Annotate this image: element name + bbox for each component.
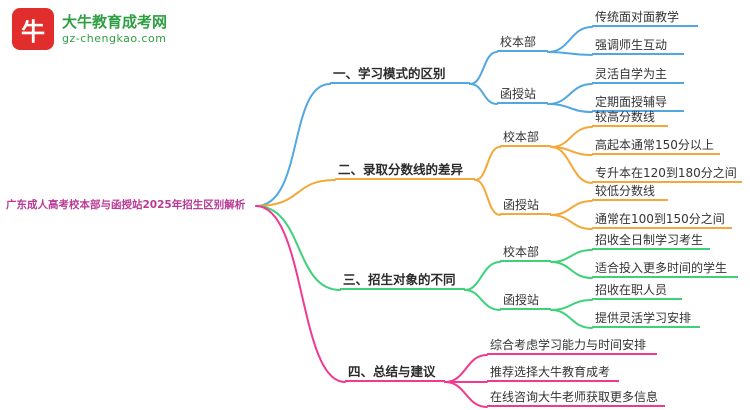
topic-node[interactable]: 专升本在120到180分之间 (592, 165, 742, 183)
topic-node[interactable]: 推荐选择大牛教育成考 (487, 364, 619, 382)
branch-4-topic[interactable]: 四、总结与建议 (345, 364, 445, 382)
connector-root-branch2 (255, 179, 336, 207)
branch-1-campus-topic[interactable]: 校本部 (497, 34, 548, 52)
connector (444, 381, 488, 408)
connector (550, 309, 593, 329)
connector (550, 261, 593, 279)
topic-node[interactable]: 通常在100到150分之间 (592, 211, 732, 229)
connector (469, 51, 498, 85)
branch-3-campus-topic[interactable]: 校本部 (500, 244, 551, 262)
topic-node[interactable]: 传统面对面教学 (592, 9, 698, 27)
branch-1-topic[interactable]: 一、学习模式的区别 (330, 66, 470, 84)
topic-node[interactable]: 强调师生互动 (592, 37, 684, 55)
logo-text: 大牛教育成考网 gz-chengkao.com (62, 13, 167, 46)
connector (550, 214, 593, 230)
branch-1-station-topic[interactable]: 函授站 (497, 86, 548, 104)
bull-icon: 牛 (12, 8, 54, 50)
topic-node[interactable]: 较高分数线 (592, 109, 668, 127)
branch-2-campus-topic[interactable]: 校本部 (500, 129, 551, 147)
branch-2-topic[interactable]: 二、录取分数线的差异 (335, 162, 475, 180)
bull-icon-glyph: 牛 (21, 17, 45, 46)
root-topic[interactable]: 广东成人高考校本部与函授站2025年招生区别解析 (6, 199, 246, 211)
topic-node[interactable]: 综合考虑学习能力与时间安排 (487, 337, 657, 355)
connector (464, 289, 501, 311)
connector (550, 146, 593, 184)
branch-2-station-topic[interactable]: 函授站 (500, 197, 551, 215)
topic-node[interactable]: 招收全日制学习考生 (592, 232, 710, 250)
connector (550, 126, 593, 148)
connector (474, 179, 501, 216)
connector (550, 249, 593, 263)
logo-title: 大牛教育成考网 (62, 12, 168, 31)
connector-root-branch3 (255, 205, 341, 291)
connector (547, 103, 593, 113)
topic-node[interactable]: 适合投入更多时间的学生 (592, 260, 738, 278)
topic-node[interactable]: 较低分数线 (592, 183, 668, 201)
connector (547, 51, 593, 56)
connector (547, 83, 593, 105)
site-logo[interactable]: 牛 大牛教育成考网 gz-chengkao.com (12, 8, 167, 50)
topic-node[interactable]: 定期面授辅导 (592, 94, 684, 112)
connector-root-branch1 (255, 83, 331, 207)
connector (469, 83, 498, 105)
topic-node[interactable]: 提供灵活学习安排 (592, 310, 700, 328)
connector (550, 200, 593, 216)
connector (547, 26, 593, 53)
topic-node[interactable]: 在线咨询大牛老师获取更多信息 (487, 389, 665, 407)
branch-3-station-topic[interactable]: 函授站 (500, 292, 551, 310)
connector (550, 299, 593, 311)
connector-root-branch4 (255, 205, 346, 383)
branch-3-topic[interactable]: 三、招生对象的不同 (340, 272, 465, 290)
connector (444, 354, 488, 383)
topic-node[interactable]: 高起本通常150分以上 (592, 137, 720, 155)
topic-node[interactable]: 灵活自学为主 (592, 66, 684, 84)
connector (474, 146, 501, 181)
connector (464, 261, 501, 291)
topic-node[interactable]: 招收在职人员 (592, 282, 682, 300)
logo-subtitle: gz-chengkao.com (62, 31, 167, 45)
